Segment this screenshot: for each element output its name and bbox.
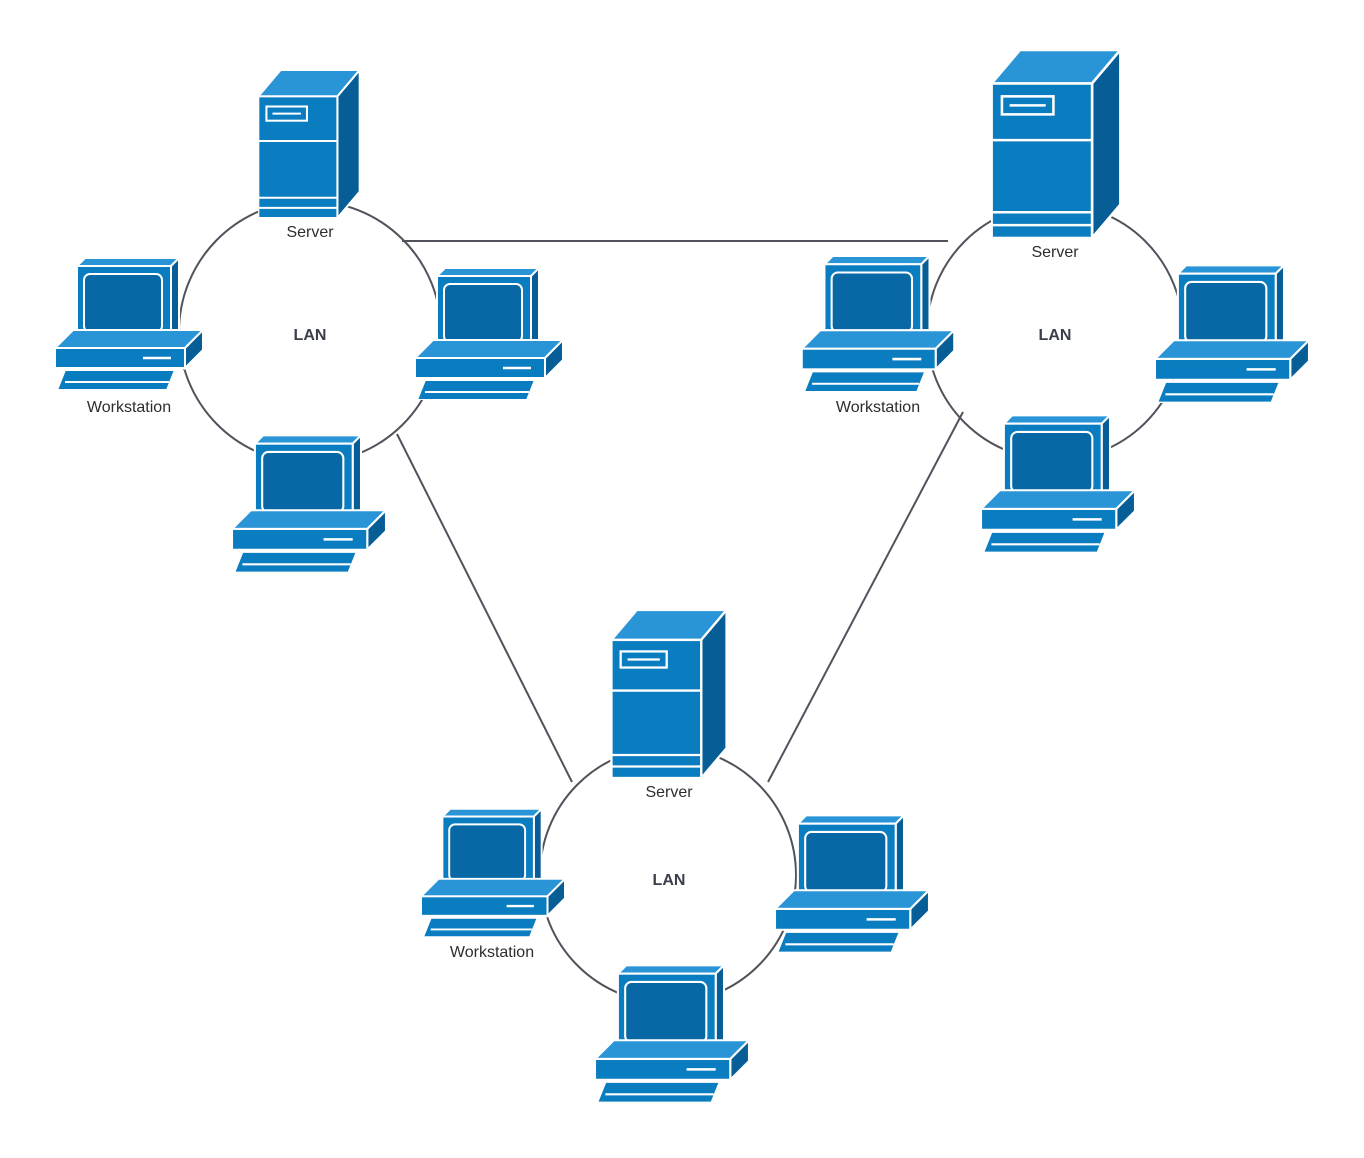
workstation-label: Workstation xyxy=(450,944,534,961)
lan-top-right: LAN Server Workstation xyxy=(801,50,1309,553)
link-top-right-to-bottom xyxy=(767,411,964,783)
workstation-icon[interactable] xyxy=(775,815,929,953)
lan-label: LAN xyxy=(653,872,686,889)
workstation-label: Workstation xyxy=(836,399,920,416)
workstation-label: Workstation xyxy=(87,399,171,416)
server-label: Server xyxy=(645,784,693,801)
link-top-left-to-bottom xyxy=(396,433,573,783)
workstation-icon[interactable] xyxy=(415,268,563,400)
server-label: Server xyxy=(286,224,334,241)
workstation-icon[interactable] xyxy=(981,415,1135,553)
lan-bottom: LAN Server Workstation xyxy=(421,610,929,1103)
lan-label: LAN xyxy=(1039,327,1072,344)
workstation-icon[interactable] xyxy=(232,435,386,573)
lan-label: LAN xyxy=(294,327,327,344)
workstation-icon[interactable] xyxy=(595,965,749,1103)
server-label: Server xyxy=(1031,244,1079,261)
workstation-icon[interactable] xyxy=(55,258,203,390)
workstation-icon[interactable] xyxy=(1155,265,1309,403)
server-icon[interactable] xyxy=(991,50,1121,238)
workstation-icon[interactable] xyxy=(801,256,955,392)
workstation-icon[interactable] xyxy=(421,808,565,938)
server-icon[interactable] xyxy=(258,70,360,218)
lan-top-left: LAN Server Workstation xyxy=(55,70,563,573)
server-icon[interactable] xyxy=(610,610,728,778)
wan-links xyxy=(396,240,964,783)
